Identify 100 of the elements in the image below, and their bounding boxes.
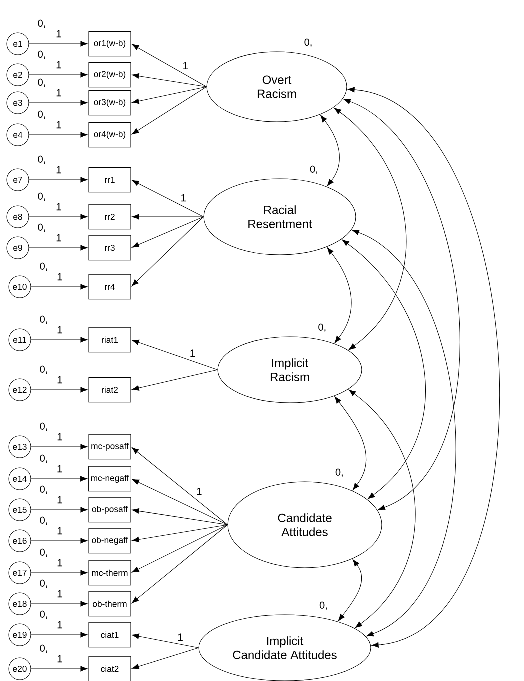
- covariance-arrow: [342, 240, 426, 500]
- variance-label: 0,: [40, 316, 48, 324]
- loading-arrow: [132, 524, 228, 604]
- arrow: [31, 632, 88, 638]
- arrow: [29, 177, 88, 183]
- edge-label: 1: [56, 526, 64, 536]
- variance-label: 0,: [40, 486, 48, 494]
- variance-label: 0,: [40, 580, 48, 588]
- edge-label: 1: [180, 194, 188, 202]
- indicator-box: rr2: [88, 204, 132, 230]
- loading-arrow: [132, 74, 207, 88]
- edge-label: 1: [56, 654, 64, 664]
- edge-label: 1: [56, 375, 64, 384]
- loading-arrow: [132, 524, 228, 573]
- arrow: [29, 72, 88, 78]
- loading-arrow: [132, 216, 204, 286]
- variance-label: 0,: [38, 20, 46, 28]
- variance-label: 0,: [38, 192, 46, 202]
- edge-label: 1: [55, 120, 63, 130]
- variance-label: 0,: [40, 262, 48, 272]
- loading-arrow: [132, 86, 207, 135]
- edge-label: 1: [182, 61, 190, 70]
- variance-label: 0,: [40, 454, 48, 464]
- indicator-box: or4(w-b): [88, 122, 132, 148]
- variance-label: 0,: [310, 166, 318, 174]
- arrow: [31, 387, 88, 393]
- indicator-box: rr1: [88, 167, 132, 193]
- variance-label: 0,: [38, 50, 46, 60]
- loading-arrow: [132, 634, 199, 648]
- variance-label: 0,: [40, 610, 48, 620]
- loading-arrow: [132, 214, 204, 220]
- indicator-box: ciat2: [88, 656, 132, 681]
- arrow: [31, 476, 88, 482]
- arrow: [31, 337, 88, 343]
- indicator-box: ob-posaff: [88, 497, 132, 523]
- loading-arrow: [132, 370, 218, 391]
- loading-arrow: [132, 180, 204, 218]
- arrow: [31, 601, 88, 607]
- variance-label: 0,: [336, 468, 343, 478]
- edge-label: 1: [196, 487, 204, 496]
- arrow: [31, 570, 88, 576]
- indicator-box: rr3: [88, 235, 132, 261]
- edge-label: 1: [55, 233, 63, 242]
- edge-label: 1: [56, 589, 64, 598]
- indicator-box: ob-therm: [88, 591, 132, 617]
- loading-arrow: [132, 216, 204, 248]
- covariance-arrow: [348, 390, 416, 628]
- indicator-box: rr4: [88, 274, 132, 300]
- edge-label: 1: [55, 88, 63, 98]
- arrow: [31, 507, 88, 513]
- variance-label: 0,: [38, 156, 46, 164]
- arrow: [31, 538, 88, 544]
- indicator-box: mc-posaff: [88, 434, 132, 460]
- loading-arrow: [132, 86, 207, 104]
- indicator-box: or2(w-b): [88, 62, 132, 88]
- covariance-arrow: [344, 99, 460, 510]
- variance-label: 0,: [318, 324, 326, 332]
- edge-label: 1: [56, 495, 64, 504]
- variance-label: 0,: [40, 366, 48, 374]
- edge-label: 1: [55, 202, 63, 212]
- indicator-box: ob-negaff: [88, 528, 132, 554]
- covariance-arrow: [338, 560, 362, 622]
- edge-label: 1: [55, 29, 63, 38]
- edge-label: 1: [56, 272, 64, 282]
- variance-label: 0,: [40, 422, 48, 432]
- indicator-box: mc-negaff: [88, 466, 132, 492]
- variance-label: 0,: [38, 224, 46, 232]
- loading-arrow: [132, 479, 228, 526]
- covariance-arrow: [352, 230, 456, 637]
- indicator-box: or3(w-b): [88, 90, 132, 116]
- variance-label: 0,: [40, 644, 48, 654]
- loading-arrow: [132, 524, 228, 542]
- loading-arrow: [132, 44, 207, 88]
- arrow: [31, 444, 88, 450]
- arrow: [31, 284, 88, 290]
- variance-label: 0,: [40, 548, 48, 558]
- variance-label: 0,: [304, 38, 312, 48]
- covariance-arrow: [327, 248, 352, 344]
- indicator-box: or1(w-b): [88, 31, 132, 57]
- covariance-arrow: [334, 108, 406, 350]
- edge-label: 1: [189, 348, 197, 358]
- variance-label: 0,: [40, 516, 48, 526]
- arrow: [31, 666, 88, 672]
- variance-label: 0,: [38, 78, 46, 88]
- loading-arrow: [132, 648, 199, 670]
- indicator-box: mc-therm: [88, 560, 132, 586]
- edge-label: 1: [55, 165, 63, 174]
- arrow: [29, 245, 88, 251]
- edge-label: 1: [176, 632, 184, 642]
- edge-label: 1: [56, 325, 64, 334]
- edge-label: 1: [55, 60, 63, 70]
- arrow: [29, 214, 88, 220]
- loading-arrow: [132, 508, 228, 526]
- edge-label: 1: [56, 464, 64, 474]
- indicator-box: riat2: [88, 377, 132, 403]
- indicator-box: ciat1: [88, 622, 132, 648]
- arrow: [29, 41, 88, 47]
- covariance-arrow: [320, 115, 340, 186]
- variance-label: 0,: [38, 110, 46, 120]
- variance-label: 0,: [320, 602, 327, 610]
